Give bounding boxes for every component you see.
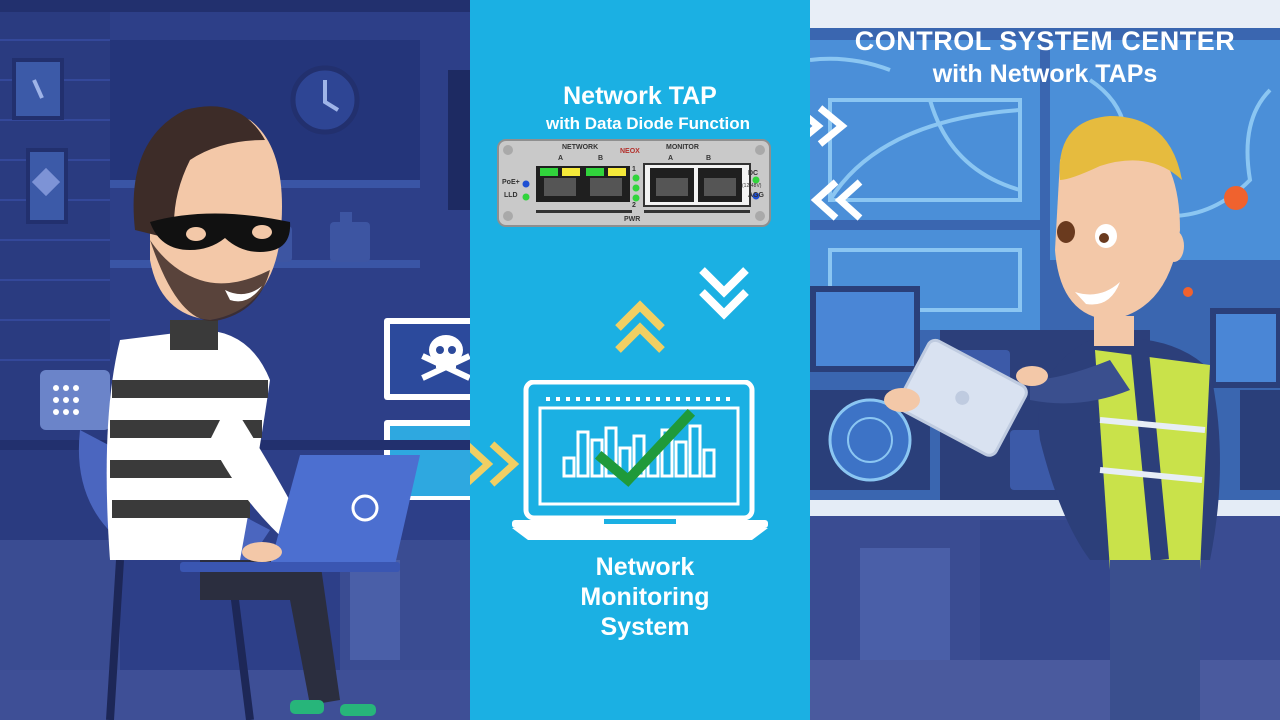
nms-label-line-3: System bbox=[600, 613, 690, 641]
tap-monitor-b-label: B bbox=[706, 155, 712, 162]
tap-exchange-arrows bbox=[810, 105, 863, 221]
tap-pwr-label: PWR bbox=[624, 216, 641, 223]
hacker-illustration bbox=[0, 0, 470, 720]
tap-network-label: NETWORK bbox=[562, 144, 599, 151]
chevron-down-icon bbox=[699, 267, 749, 320]
checkmark-icon bbox=[594, 408, 696, 487]
tap-led-1-label: 1 bbox=[632, 166, 636, 173]
control-center-subtitle: with Network TAPs bbox=[932, 60, 1158, 88]
tap-poe-label: PoE+ bbox=[502, 179, 520, 186]
clock-icon bbox=[290, 65, 360, 135]
chevron-right-icon bbox=[470, 441, 520, 487]
tap-monitor-a-label: A bbox=[668, 155, 674, 162]
tap-port-a-label: A bbox=[558, 155, 564, 162]
flow-arrows bbox=[470, 267, 749, 487]
chevron-up-icon bbox=[615, 300, 665, 353]
tap-diagram-panel: Network TAP with Data Diode Function bbox=[470, 0, 810, 720]
control-room-illustration bbox=[810, 0, 1280, 720]
laptop-icon bbox=[180, 455, 420, 572]
tablet-icon bbox=[896, 338, 1028, 457]
tap-monitor-label: MONITOR bbox=[666, 144, 699, 151]
skull-icon bbox=[421, 335, 470, 381]
chevron-right-icon bbox=[810, 105, 848, 147]
tap-dc-range-label: (12-48V) bbox=[742, 183, 762, 189]
nms-label: Network Monitoring System bbox=[470, 552, 810, 642]
nms-label-line-1: Network bbox=[595, 553, 695, 581]
control-room-scene: CONTROL SYSTEM CENTER with Network TAPs bbox=[810, 0, 1280, 720]
tap-subtitle: with Data Diode Function bbox=[546, 114, 750, 133]
control-center-title: CONTROL SYSTEM CENTER bbox=[854, 26, 1236, 56]
tap-brand-logo: NEOX bbox=[620, 148, 640, 155]
tap-title: Network TAP bbox=[563, 82, 717, 110]
tap-led-2-label: 2 bbox=[632, 202, 636, 209]
tap-port-b-label: B bbox=[598, 155, 604, 162]
network-tap-device: NEOX NETWORK MONITOR A B A B PoE+ LLD DC… bbox=[496, 138, 772, 228]
nms-label-line-2: Monitoring bbox=[580, 583, 710, 611]
chevron-left-icon bbox=[810, 179, 863, 221]
hacker-scene bbox=[0, 0, 470, 720]
tap-agg-label: AGG bbox=[748, 192, 764, 199]
tap-dc-label: DC bbox=[748, 170, 759, 177]
tap-lld-label: LLD bbox=[504, 192, 518, 199]
network-monitoring-system bbox=[512, 380, 768, 542]
